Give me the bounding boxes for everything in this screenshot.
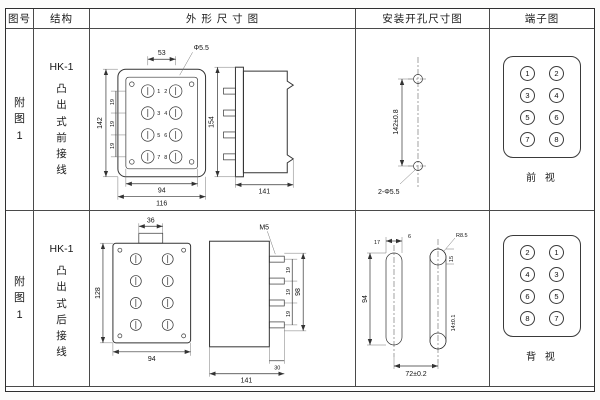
dim-screw: M5 [259, 224, 269, 231]
terminal-circle: 6 [520, 289, 535, 304]
outline-drawing-rear-wiring: 36 128 94 M5 [95, 217, 307, 384]
mounting-cell-row1: 142±0.8 2-Φ5.5 [356, 29, 490, 211]
dim-bottom-width: 94 [148, 355, 156, 362]
dim-side-depth: 141 [241, 377, 253, 384]
dim-outer-width: 116 [156, 200, 167, 207]
view-label-back: 背 视 [526, 351, 558, 363]
mounting-drawing-rear-wiring: 17 6 15 R8.5 94 14±0.1 72±0.2 [362, 233, 468, 378]
terminal-circle: 2 [520, 245, 535, 260]
terminal-circle: 3 [549, 267, 564, 282]
mounting-dimensions: 142±0.8 2-Φ5.5 [378, 78, 416, 196]
terminal-circle: 5 [549, 289, 564, 304]
terminal-diagram-back-view: 2 1 4 3 6 5 8 7 [503, 234, 581, 337]
terminal-circle: 3 [520, 88, 535, 103]
terminal-num-3: 3 [157, 111, 160, 117]
mounting-drawing-front-wiring: 142±0.8 2-Φ5.5 [378, 56, 428, 196]
terminal-circle: 7 [520, 132, 535, 147]
terminal-num-2: 2 [164, 89, 167, 95]
terminal-circle: 1 [520, 66, 535, 81]
structure-label: 凸 出 式 前 接 线 [56, 83, 67, 177]
terminal-cell-row1: 1 2 3 4 5 6 7 8 前 视 [490, 29, 594, 211]
mounting-dimensions: 17 6 15 R8.5 94 14±0.1 72±0.2 [362, 233, 468, 378]
dim-hole-callout: 2-Φ5.5 [378, 189, 400, 196]
terminal-circle: 8 [520, 311, 535, 326]
dim-pitch-1: 19 [286, 267, 292, 273]
structure-row1: HK-1 凸 出 式 前 接 线 [34, 29, 90, 211]
terminal-num-5: 5 [157, 132, 160, 138]
structure-row2: HK-1 凸 出 式 后 接 线 [34, 211, 90, 387]
dim-stud-depth: 30 [274, 365, 280, 371]
terminal-num-8: 8 [164, 154, 167, 160]
relay-rear-view: 36 128 94 [95, 217, 192, 362]
dim-height: 142 [97, 117, 104, 129]
terminal-num-4: 4 [164, 111, 167, 117]
dim-pitch-2: 19 [110, 120, 116, 126]
relay-front-view: 1 2 3 4 5 6 7 8 [117, 68, 207, 177]
model-label: HK-1 [49, 243, 74, 255]
header-fig-no: 图号 [6, 9, 34, 29]
dim-height: 128 [95, 287, 102, 299]
relay-side-view: 154 141 [209, 66, 295, 195]
mounting-slots [385, 238, 447, 363]
dim-top-width: 36 [147, 217, 155, 224]
terminal-circle: 4 [520, 267, 535, 282]
dim-pitch-2: 19 [286, 288, 292, 294]
dim-pitch-1: 19 [110, 99, 116, 105]
header-structure: 结构 [34, 9, 90, 29]
front-view-dimensions: 53 Φ5.5 142 19 19 19 94 [97, 45, 209, 207]
header-mounting: 安装开孔尺寸图 [356, 9, 490, 29]
terminal-cell-row2: 2 1 4 3 6 5 8 7 背 视 [490, 211, 594, 387]
dim-slot-spacing: 72±0.2 [405, 371, 426, 378]
terminal-circle: 4 [549, 88, 564, 103]
terminal-circle: 7 [549, 311, 564, 326]
dim-hole-dia: 14±0.1 [451, 314, 457, 331]
terminal-circle: 5 [520, 110, 535, 125]
dim-top-width: 53 [158, 50, 166, 57]
dim-pitch-3: 19 [110, 142, 116, 148]
outline-cell-row1: 1 2 3 4 5 6 7 8 53 Φ5.5 [90, 29, 356, 211]
relay-side-view-rear: M5 19 19 19 98 30 141 [209, 224, 307, 384]
terminal-screws [129, 252, 174, 331]
dim-side-depth: 141 [259, 188, 271, 195]
header-terminal: 端子图 [490, 9, 594, 29]
terminal-numbers: 1 2 3 4 5 6 7 8 [157, 89, 167, 161]
terminal-screws [141, 83, 183, 163]
dim-stud-span: 98 [295, 288, 302, 296]
dimension-table: 图号 结构 外 形 尺 寸 图 安装开孔尺寸图 端子图 附 图 1 HK-1 凸… [5, 8, 595, 392]
dim-hole-spacing: 142±0.8 [393, 109, 400, 134]
terminal-circle: 8 [549, 132, 564, 147]
dim-top-offset: 15 [449, 255, 455, 261]
terminal-diagram-front-view: 1 2 3 4 5 6 7 8 [503, 55, 581, 158]
terminal-circle: 6 [549, 110, 564, 125]
dim-hole: Φ5.5 [194, 45, 209, 52]
fig-number-row1: 附 图 1 [6, 29, 34, 211]
terminal-num-6: 6 [164, 132, 167, 138]
fig-number-row2: 附 图 1 [6, 211, 34, 387]
mounting-cell-row2: 17 6 15 R8.5 94 14±0.1 72±0.2 [356, 211, 490, 387]
outline-cell-row2: 36 128 94 M5 [90, 211, 356, 387]
terminal-circle: 2 [549, 66, 564, 81]
dim-pitch-3: 19 [286, 310, 292, 316]
bottom-strip [6, 387, 594, 391]
dim-radius: R8.5 [456, 233, 468, 239]
dim-slot-width: 17 [374, 240, 380, 246]
dim-side-height: 154 [209, 116, 216, 128]
terminal-num-1: 1 [157, 89, 160, 95]
dim-inner-width: 94 [158, 187, 166, 194]
view-label-front: 前 视 [526, 172, 558, 184]
structure-label: 凸 出 式 后 接 线 [56, 265, 67, 359]
dim-slot-length: 94 [362, 295, 369, 303]
dim-gap: 6 [408, 234, 411, 240]
model-label: HK-1 [49, 61, 74, 73]
terminal-circle: 1 [549, 245, 564, 260]
terminal-num-7: 7 [157, 154, 160, 160]
outline-drawing-front-wiring: 1 2 3 4 5 6 7 8 53 Φ5.5 [97, 45, 295, 207]
header-outline: 外 形 尺 寸 图 [90, 9, 356, 29]
